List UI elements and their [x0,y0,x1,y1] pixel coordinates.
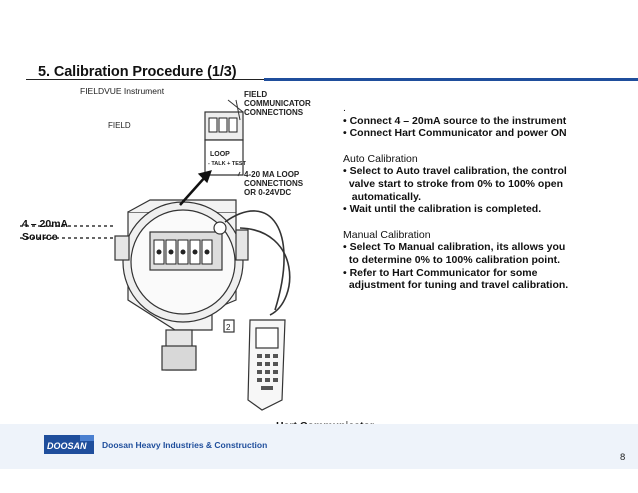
communicator-connections-label: FIELD COMMUNICATOR CONNECTIONS [244,90,311,117]
instruction-line: • Connect 4 – 20mA source to the instrum… [343,114,567,127]
auto-calibration-heading: Auto Calibration [343,152,418,165]
instruction-line: • Select To Manual calibration, its allo… [343,241,566,254]
instruction-line: • Select to Auto travel calibration, the… [343,165,567,178]
manual-calibration-heading: Manual Calibration [343,228,431,241]
slide-title: 5. Calibration Procedure (1/3) [38,64,237,80]
instruction-line: to determine 0% to 100% calibration poin… [343,254,561,267]
instruction-line: adjustment for tuning and travel calibra… [343,279,569,292]
source-label: 4 – 20mA Source [22,218,69,243]
page-number: 8 [620,452,626,463]
instruction-line: • Connect Hart Communicator and power ON [343,127,567,140]
wiring-diagram: 2 [20,99,291,411]
loop-polarity-label: - TALK + TEST [208,161,246,167]
instruction-line: valve start to stroke from 0% to 100% op… [343,178,563,191]
instrument-label: FIELDVUE Instrument [80,86,165,96]
loop-label: LOOP [210,151,230,158]
footer-band [0,424,638,469]
field-label: FIELD [108,121,131,130]
svg-text:2: 2 [226,323,231,332]
instruction-spacer [343,216,633,229]
doosan-logo: DOOSAN [44,435,94,454]
instruction-spacer [343,140,633,153]
instruction-line: . [343,102,346,114]
instruction-line: • Refer to Hart Communicator for some [343,266,538,279]
title-rule [26,78,638,81]
loop-connections-label: 4-20 MA LOOP CONNECTIONS OR 0-24VDC [244,170,304,197]
instructions-panel: . • Connect 4 – 20mA source to the instr… [343,102,633,292]
svg-text:DOOSAN: DOOSAN [47,441,87,451]
instruction-line: • Wait until the calibration is complete… [343,203,542,216]
company-name: Doosan Heavy Industries & Construction [102,440,268,450]
instruction-line: automatically. [343,190,421,203]
